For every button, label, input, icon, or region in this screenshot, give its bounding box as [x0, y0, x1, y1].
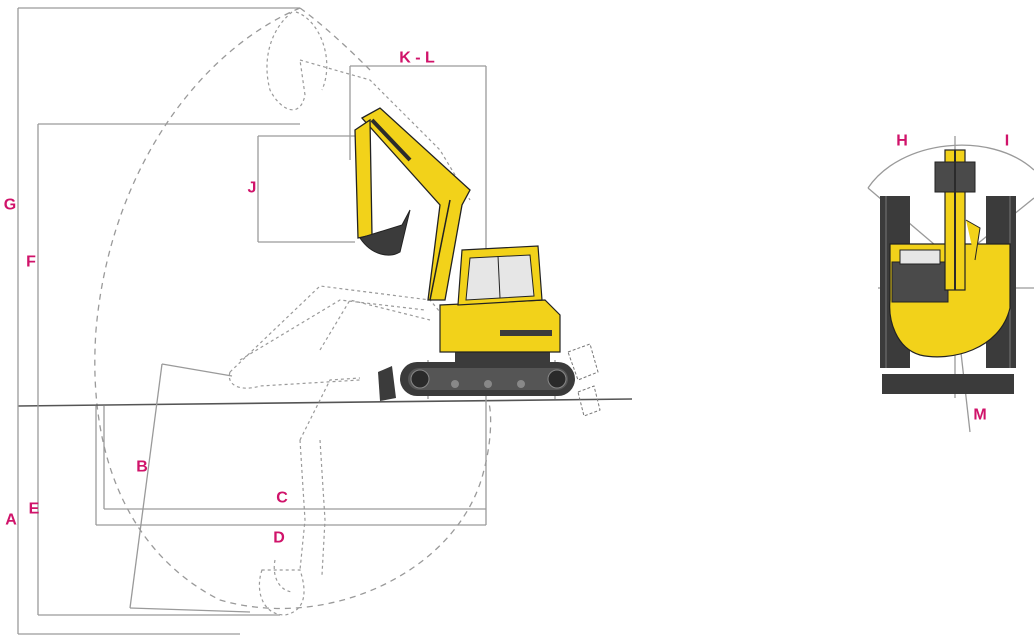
label-m: M: [973, 407, 986, 424]
label-a: A: [5, 512, 17, 529]
label-f: F: [26, 254, 36, 271]
label-h: H: [896, 133, 908, 150]
label-c: C: [276, 490, 288, 507]
label-i: I: [1005, 133, 1009, 150]
label-e: E: [29, 501, 40, 518]
label-d: D: [273, 530, 285, 547]
label-g: G: [4, 197, 16, 214]
working-range-envelope: [94, 7, 492, 610]
label-k-l: K - L: [399, 50, 435, 67]
ground-line: [17, 398, 633, 407]
label-b: B: [136, 459, 148, 476]
dimension-labels: G F A E B C D J K - L H I M: [4, 50, 1009, 547]
label-j: J: [248, 180, 257, 197]
excavator-side-view: [354, 107, 601, 417]
excavator-top-view: [867, 136, 1034, 433]
